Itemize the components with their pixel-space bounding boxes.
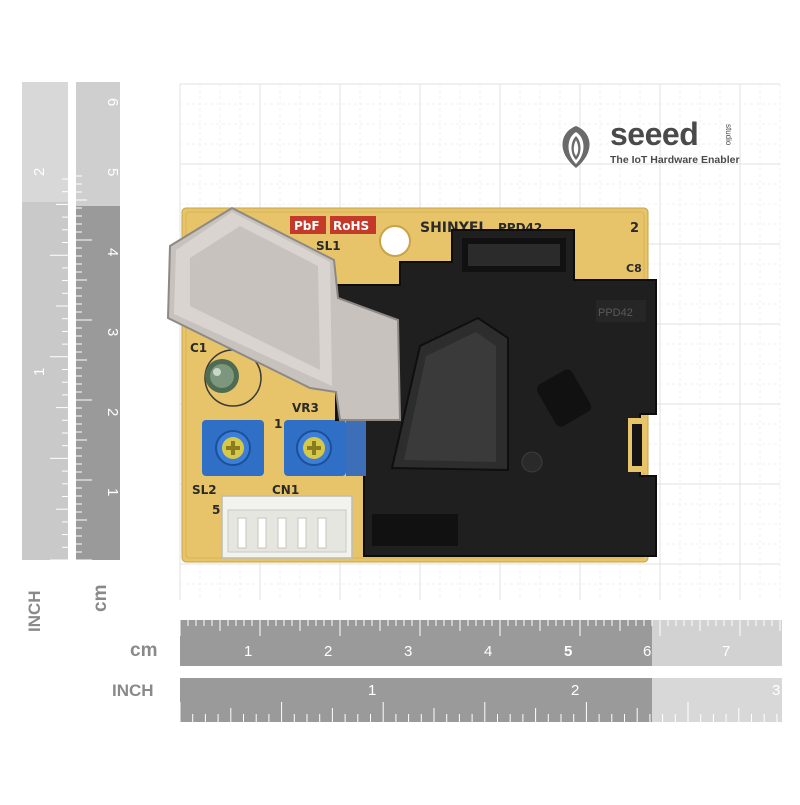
horizontal-inch-number-3: 3	[772, 682, 780, 699]
pbf-mark	[290, 216, 326, 234]
horizontal-inch-number-2: 2	[571, 682, 579, 699]
horizontal-inch-number-1: 1	[368, 682, 376, 699]
inlet-slot	[372, 514, 458, 546]
mounting-hole	[379, 225, 411, 257]
connector-cn1	[221, 495, 353, 559]
horizontal-cm-number-5: 5	[564, 643, 572, 660]
vertical-cm-number-3: 3	[104, 328, 121, 336]
sensor-housing: PPD42	[335, 229, 657, 557]
vertical-inch-ruler: 2 1	[22, 82, 68, 561]
pin-5-text: 5	[212, 503, 220, 517]
c1-text: C1	[190, 341, 207, 355]
pbf-text: PbF	[294, 219, 320, 233]
sl1-text: SL1	[316, 239, 341, 253]
horizontal-cm-number-6: 6	[643, 643, 651, 660]
vertical-cm-ruler: 6 5 4 3 2 1	[76, 82, 121, 561]
sensor-module: PbF RoHS SL1 SHINYEI PPD42 2 C8 C1 VR3 1…	[166, 206, 657, 563]
brand-sub: studio	[724, 124, 733, 146]
pin-1-text: 1	[274, 417, 282, 431]
seeed-logo-icon	[562, 126, 590, 168]
horizontal-cm-ruler: 1 2 3 4 5 6 7	[179, 620, 782, 666]
vertical-inch-number-2: 2	[31, 168, 48, 176]
seeed-logo: seeed studio The IoT Hardware Enabler	[548, 116, 748, 172]
vertical-inch-number-1: 1	[31, 368, 48, 376]
horizontal-cm-number-1: 1	[244, 643, 252, 660]
vertical-inch-label: INCH	[25, 590, 44, 632]
vertical-cm-number-5: 5	[104, 168, 121, 176]
cn1-text: CN1	[272, 483, 299, 497]
horizontal-cm-number-4: 4	[484, 643, 492, 660]
horizontal-inch-label: INCH	[112, 681, 154, 700]
rohs-mark	[330, 216, 376, 234]
vertical-cm-number-1: 1	[104, 488, 121, 496]
trimmer-potentiometer-right	[284, 420, 346, 476]
vr3-text: VR3	[292, 401, 319, 415]
lens-port	[536, 369, 592, 427]
sl2-text: SL2	[192, 483, 217, 497]
vertical-cm-label: cm	[90, 585, 111, 612]
brand-name: seeed	[610, 116, 699, 152]
vertical-cm-number-4: 4	[104, 248, 121, 256]
vertical-cm-number-2: 2	[104, 408, 121, 416]
pin-2-text: 2	[630, 221, 639, 236]
horizontal-cm-number-3: 3	[404, 643, 412, 660]
horizontal-cm-label: cm	[130, 640, 157, 661]
trimmer-potentiometer-left	[202, 420, 264, 476]
housing-label: PPD42	[598, 307, 633, 319]
vertical-cm-number-6: 6	[104, 98, 121, 106]
horizontal-inch-ruler: 1 2 3	[179, 678, 791, 722]
horizontal-cm-number-2: 2	[324, 643, 332, 660]
brand-tagline: The IoT Hardware Enabler	[610, 154, 740, 166]
c8-text: C8	[626, 262, 642, 275]
horizontal-cm-number-7: 7	[722, 643, 730, 660]
rohs-text: RoHS	[333, 219, 369, 233]
